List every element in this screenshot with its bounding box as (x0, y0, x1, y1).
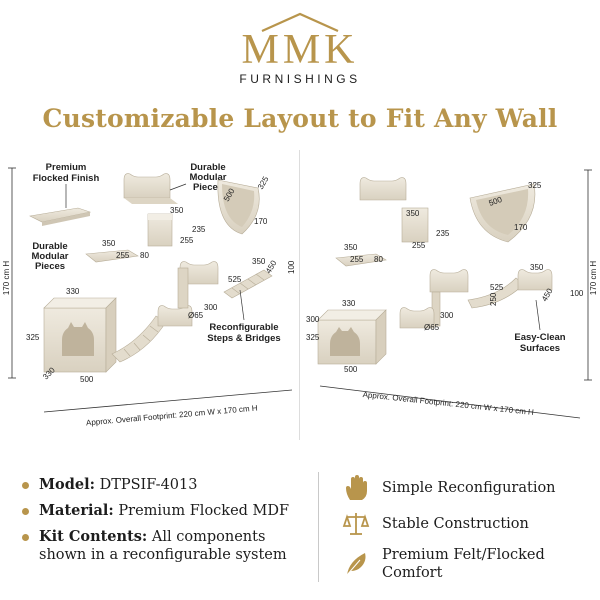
right-layout: 170 cm H 350 235 255 500 325 170 350 255… (306, 169, 598, 419)
step-block-right (401, 207, 429, 243)
hand-icon (346, 475, 367, 500)
brand-subtitle: FURNISHINGS (239, 72, 361, 86)
dim-330-a: 330 (66, 287, 80, 296)
dim-330-c: 330 (342, 299, 356, 308)
ear-shelf-top (123, 173, 171, 199)
dim-100-a: 100 (287, 260, 296, 274)
dim-350-d: 350 (406, 209, 420, 218)
dim-255-a: 255 (180, 236, 194, 245)
brand-name: MMK (241, 27, 359, 73)
small-shelf-right (335, 253, 387, 267)
dim-325-b: 325 (26, 333, 40, 342)
dim-100-b: 100 (570, 289, 584, 298)
dim-170-b: 170 (514, 223, 528, 232)
feature-text: Premium Felt/Flocked Comfort (382, 547, 545, 581)
dim-325-d: 325 (306, 333, 320, 342)
callout-durable-left-2: Modular (32, 251, 69, 262)
small-shelf (85, 249, 139, 263)
dim-350-f: 350 (530, 263, 544, 272)
callout-durable-top-1: Durable (190, 162, 225, 173)
bullet-icon (22, 534, 29, 541)
footprint-left: Approx. Overall Footprint: 220 cm W x 17… (86, 404, 258, 428)
dim-250-a: 250 (489, 292, 498, 306)
dim-255-b: 255 (116, 251, 130, 260)
spec-model: Model: DTPSIF-4013 (22, 476, 312, 494)
spec-kit: Kit Contents: All components shown in a … (22, 528, 312, 564)
callout-easy-clean-1: Easy-Clean (514, 332, 565, 343)
dim-80-a: 80 (140, 251, 149, 260)
dim-255-d: 255 (350, 255, 364, 264)
dim-300-c: 300 (440, 311, 454, 320)
callout-easy-clean-2: Surfaces (520, 343, 560, 354)
section-divider (318, 472, 319, 582)
bullet-icon (22, 508, 29, 515)
dim-350-e: 350 (344, 243, 358, 252)
dim-325-a: 325 (256, 174, 271, 191)
callout-reconfigurable-1: Reconfigurable (209, 322, 278, 333)
ear-shelf-mid (179, 261, 219, 285)
dim-350-b: 350 (102, 239, 116, 248)
dim-525-b: 525 (490, 283, 504, 292)
dim-350-a: 350 (170, 206, 184, 215)
diagram-divider (299, 150, 300, 440)
feature-text: Simple Reconfiguration (382, 480, 556, 496)
dim-255-c: 255 (412, 241, 426, 250)
callout-durable-top-3: Pieces (193, 182, 223, 193)
left-layout: 170 cm H Premium Flocked Finish Durable … (2, 162, 296, 427)
dim-450-a: 450 (264, 258, 279, 275)
page-title: Customizable Layout to Fit Any Wall (42, 104, 558, 133)
roof-icon (261, 12, 339, 32)
ear-shelf-low-right (399, 307, 435, 329)
ear-shelf-low (157, 305, 193, 327)
ear-shelf-far-right (517, 269, 553, 291)
feature-text: Stable Construction (382, 516, 529, 532)
cat-door-right (330, 327, 360, 356)
dim-65-b: Ø65 (424, 323, 440, 332)
bullet-icon (22, 482, 29, 489)
dim-350-c: 350 (252, 257, 266, 266)
scale-icon (342, 513, 370, 535)
height-dimension-left: 170 cm H (2, 261, 11, 295)
spec-kit-label: Kit Contents: (39, 528, 148, 545)
height-dimension-right: 170 cm H (589, 261, 598, 295)
spec-material: Material: Premium Flocked MDF (22, 502, 312, 520)
dim-235-a: 235 (192, 225, 206, 234)
feature-reconfiguration: Simple Reconfiguration (342, 474, 592, 502)
dim-500-d: 500 (344, 365, 358, 374)
footprint-right: Approx. Overall Footprint: 220 cm W x 17… (362, 390, 534, 417)
dim-235-b: 235 (436, 229, 450, 238)
callout-premium-line1: Premium (46, 162, 87, 173)
spec-kit-value: All components shown in a reconfigurable… (39, 529, 287, 563)
feature-comfort: Premium Felt/Flocked Comfort (342, 546, 592, 582)
cat-door (62, 322, 94, 356)
callout-durable-left-3: Pieces (35, 261, 65, 272)
ear-shelf-top-right (359, 177, 407, 201)
dim-500-c: 500 (488, 195, 504, 208)
spec-material-value: Premium Flocked MDF (118, 503, 290, 519)
ear-shelf-mid-right (429, 269, 469, 293)
dim-65-a: Ø65 (188, 311, 204, 320)
callout-reconfigurable-2: Steps & Bridges (207, 333, 280, 344)
dim-300-b: 300 (306, 315, 320, 324)
support-post (177, 267, 189, 309)
feature-list: Simple Reconfiguration Stable Constructi… (342, 474, 592, 590)
callout-durable-left-1: Durable (32, 241, 67, 252)
layout-diagram: 170 cm H Premium Flocked Finish Durable … (2, 162, 598, 427)
spec-model-label: Model: (39, 476, 95, 493)
feature-stable: Stable Construction (342, 510, 592, 538)
dim-80-b: 80 (374, 255, 383, 264)
dim-525-a: 525 (228, 275, 242, 284)
dim-300-a: 300 (204, 303, 218, 312)
dim-500-b: 500 (80, 375, 94, 384)
spec-list: Model: DTPSIF-4013 Material: Premium Flo… (22, 476, 312, 572)
callout-durable-top-2: Modular (190, 172, 227, 183)
spec-material-label: Material: (39, 502, 114, 519)
dim-325-c: 325 (528, 181, 542, 190)
dim-170-a: 170 (254, 217, 268, 226)
brand-logo: MMK FURNISHINGS (0, 12, 600, 86)
callout-premium-line2: Flocked Finish (33, 173, 100, 184)
spec-model-value: DTPSIF-4013 (99, 477, 198, 493)
feather-icon (346, 553, 366, 576)
